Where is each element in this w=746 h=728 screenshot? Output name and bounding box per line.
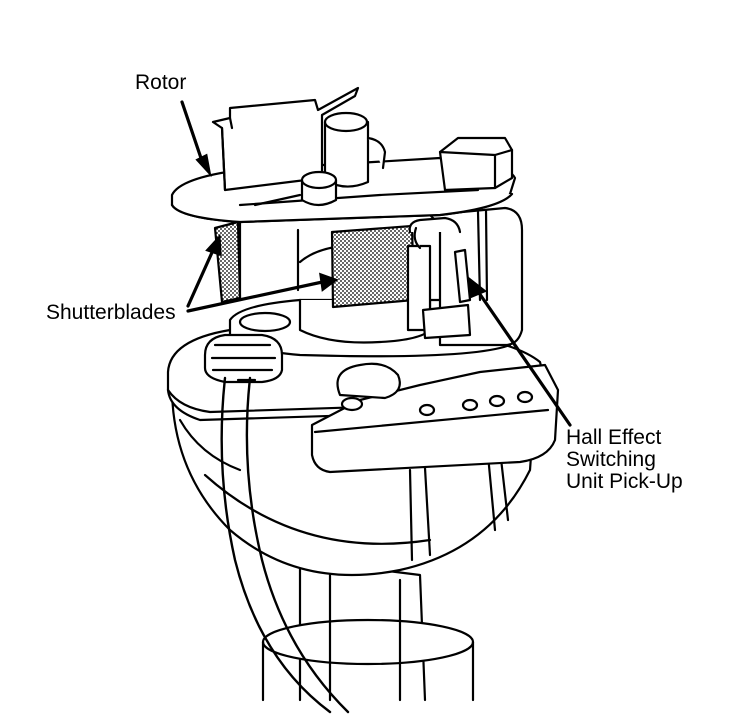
shutterblades-label: Shutterblades [46,301,176,324]
shutterblade-left [213,220,242,304]
callout-arrows [180,100,572,427]
rotor-pin [300,170,338,207]
shutterblade-right [330,224,416,309]
flange-lobe [336,362,401,400]
distributor-shaft [261,558,475,702]
rotor-label: Rotor [135,71,187,94]
hall-effect-unit [406,206,524,347]
hall-effect-label: Hall Effect Switching Unit Pick-Up [566,426,683,493]
rotor-terminal-block [211,86,360,192]
wire-boot [203,333,284,384]
rotor-tip-block [438,136,514,192]
wire-cable [220,376,332,714]
mounting-plate [310,363,560,474]
